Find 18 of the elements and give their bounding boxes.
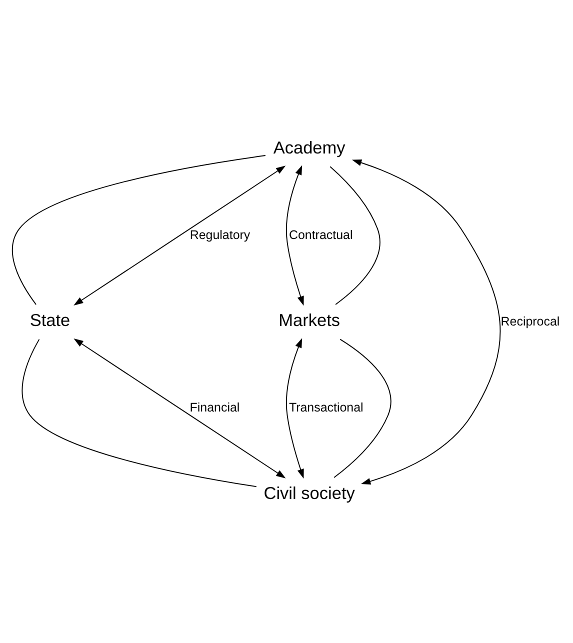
edge-label: Regulatory xyxy=(190,227,250,242)
edge-label: Financial xyxy=(190,400,240,414)
connector xyxy=(330,166,380,304)
arrow xyxy=(286,338,304,478)
edge-label: Transactional xyxy=(288,400,364,414)
node-text: Academy xyxy=(273,136,346,157)
node-text: State xyxy=(30,310,70,330)
node-text: Civil society xyxy=(264,482,355,503)
arrow xyxy=(74,338,286,478)
arrow xyxy=(74,165,286,305)
arrow xyxy=(286,164,304,306)
edge-label: Reciprocal xyxy=(500,314,560,328)
arrow xyxy=(352,158,501,484)
connector xyxy=(12,154,266,304)
edge-label: Contractual xyxy=(288,227,353,242)
connector xyxy=(22,338,257,487)
node-text: Markets xyxy=(278,310,340,330)
connector xyxy=(334,338,392,478)
